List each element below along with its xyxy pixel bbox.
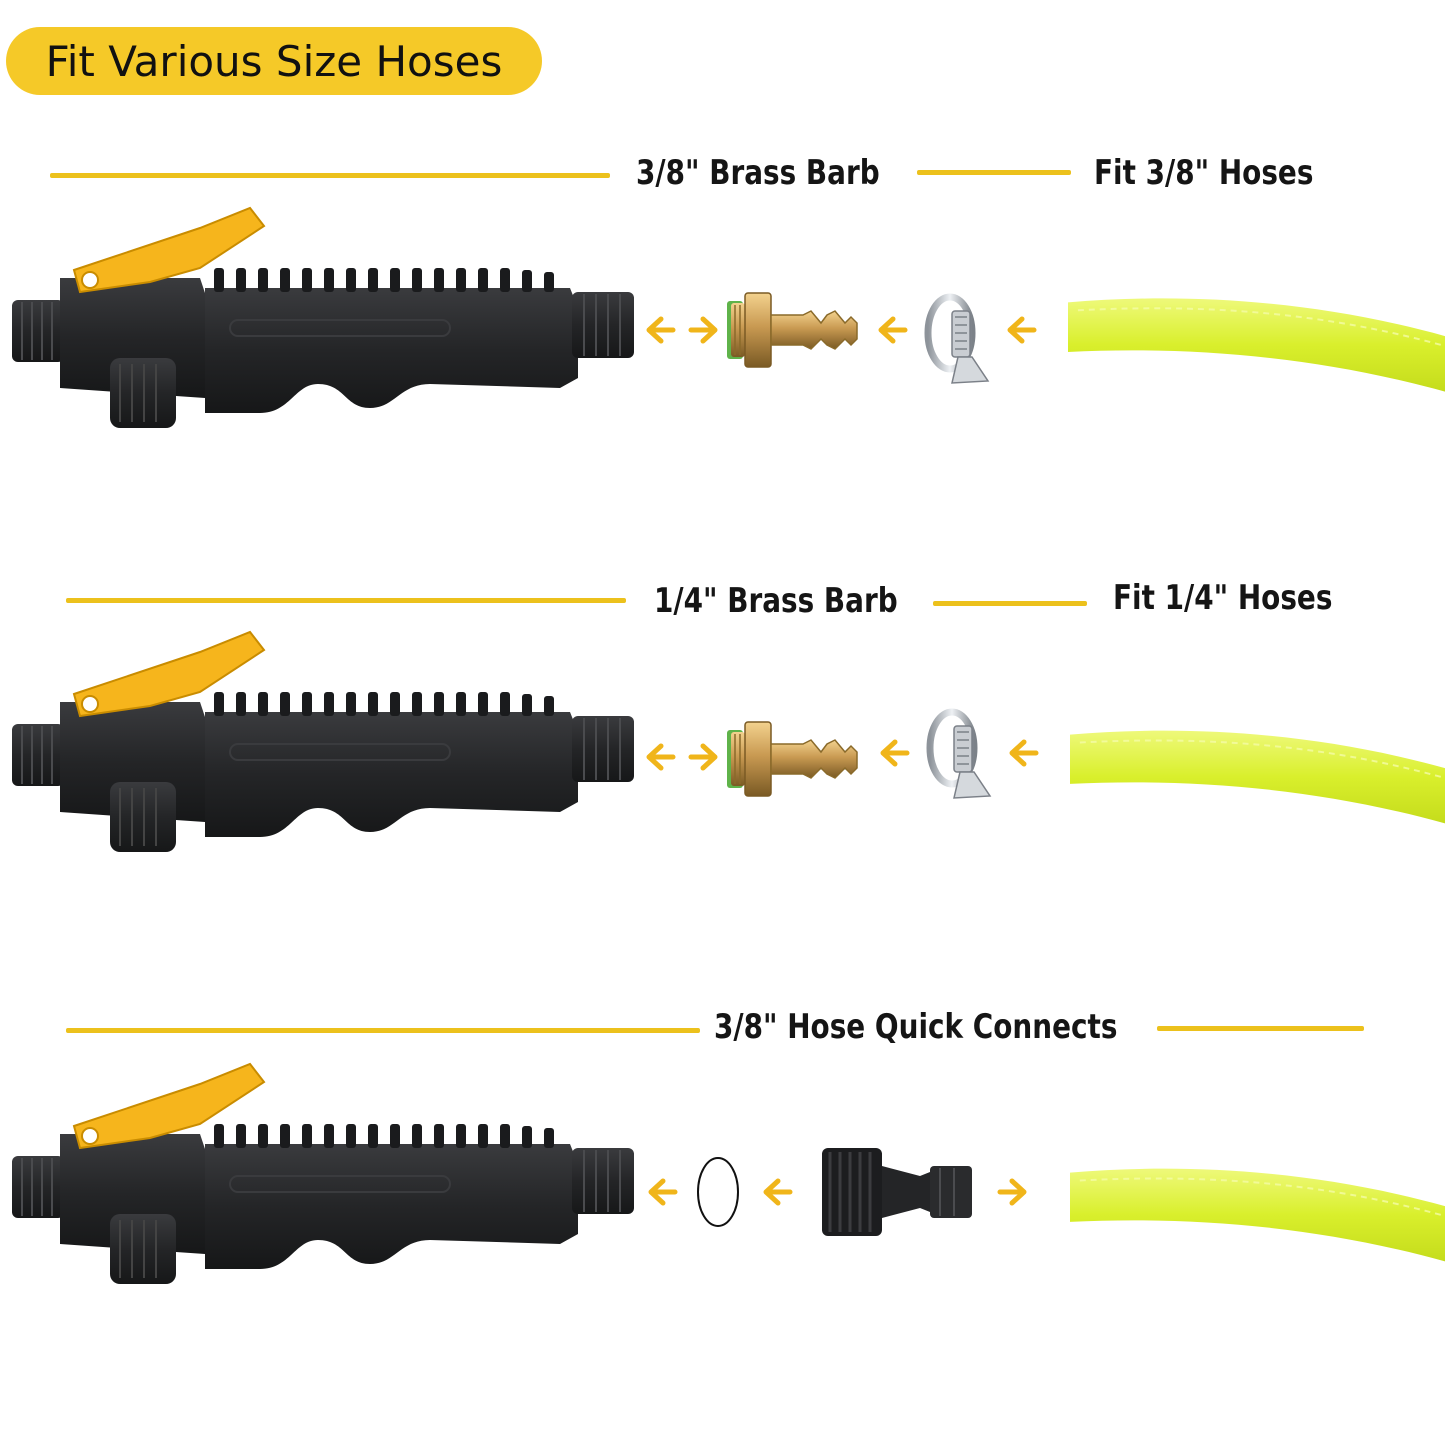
row3-rule-left bbox=[66, 1028, 700, 1033]
left-arrow-icon bbox=[877, 315, 907, 345]
row3-connect-label: 3/8" Hose Quick Connects bbox=[714, 1007, 1118, 1047]
green-hose-icon bbox=[1069, 1167, 1445, 1263]
row2-fit-label: Fit 1/4" Hoses bbox=[1113, 578, 1333, 618]
row2-barb-label: 1/4" Brass Barb bbox=[654, 581, 898, 621]
right-arrow-icon bbox=[998, 1177, 1028, 1207]
double-arrow-icon bbox=[645, 742, 725, 772]
page-title: Fit Various Size Hoses bbox=[45, 36, 503, 86]
brass-barb-icon bbox=[726, 292, 858, 368]
hose-clamp-icon bbox=[922, 293, 992, 388]
quick-connector-icon bbox=[820, 1146, 974, 1238]
row3-rule-right bbox=[1157, 1026, 1364, 1031]
green-hose-icon bbox=[1069, 729, 1445, 825]
row1-rule-mid bbox=[917, 170, 1071, 175]
left-arrow-icon bbox=[1008, 738, 1038, 768]
sprayer-handle-icon bbox=[11, 631, 635, 853]
sprayer-handle-icon bbox=[11, 1063, 635, 1285]
title-badge: Fit Various Size Hoses bbox=[6, 27, 542, 95]
sprayer-handle-icon bbox=[11, 207, 635, 429]
left-arrow-icon bbox=[647, 1177, 677, 1207]
left-arrow-icon bbox=[879, 738, 909, 768]
left-arrow-icon bbox=[762, 1177, 792, 1207]
row1-barb-label: 3/8" Brass Barb bbox=[636, 153, 880, 193]
green-hose-icon bbox=[1067, 297, 1445, 393]
brass-barb-icon bbox=[726, 721, 858, 797]
row1-rule-left bbox=[50, 173, 610, 178]
row1-fit-label: Fit 3/8" Hoses bbox=[1094, 153, 1314, 193]
row2-rule-mid bbox=[933, 601, 1087, 606]
row2-rule-left bbox=[66, 598, 626, 603]
o-ring-icon bbox=[697, 1157, 739, 1227]
left-arrow-icon bbox=[1006, 315, 1036, 345]
hose-clamp-icon bbox=[924, 708, 994, 803]
double-arrow-icon bbox=[645, 315, 725, 345]
